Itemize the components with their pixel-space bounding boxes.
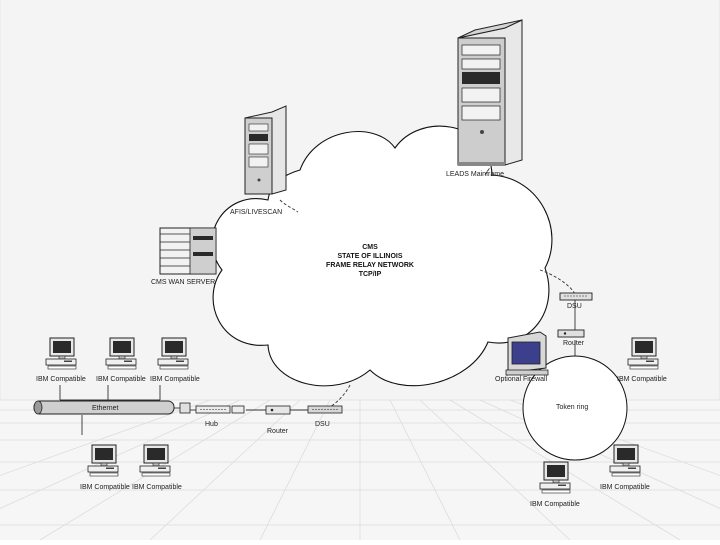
cms-wan-server-icon: [159, 227, 217, 275]
cloud-label: CMS STATE OF ILLINOIS FRAME RELAY NETWOR…: [300, 243, 440, 279]
token-ring-circle: [522, 355, 628, 461]
cloud-line-4: TCP/IP: [358, 271, 382, 278]
cloud-line-2: STATE OF ILLINOIS: [337, 253, 403, 260]
leads-mainframe-label: LEADS Mainframe: [446, 171, 504, 178]
ibm-compatible-ring-right-label: IBM Compatible: [617, 376, 667, 383]
dsu-right-label: DSU: [567, 303, 582, 310]
ibm-compatible-ring-bottom-label: IBM Compatible: [530, 501, 580, 508]
router-left-icon: [265, 405, 291, 415]
computer-icon: [609, 444, 641, 477]
hub-icon: [179, 402, 245, 414]
cms-wan-server-label: CMS WAN SERVER: [151, 279, 216, 286]
ibm-compatible-left-1-label: IBM Compatible: [36, 376, 86, 383]
router-right-icon: [557, 329, 585, 338]
ethernet-bus: [33, 400, 175, 415]
dsu-right-icon: [559, 292, 593, 301]
afis-livescan-icon: [244, 105, 287, 195]
afis-livescan-label: AFIS/LIVESCAN: [230, 209, 283, 216]
computer-icon: [87, 444, 119, 477]
optional-firewall-label: Optional Firewall: [495, 376, 548, 383]
computer-icon: [539, 461, 571, 494]
ibm-compatible-left-2-label: IBM Compatible: [96, 376, 146, 383]
hub-label: Hub: [205, 421, 218, 428]
computer-icon: [105, 337, 137, 370]
cloud-line-1: CMS: [362, 244, 378, 251]
router-left-label: Router: [267, 428, 289, 435]
cloud-line-3: FRAME RELAY NETWORK: [326, 262, 414, 269]
computer-icon: [139, 444, 171, 477]
token-ring-label: Token ring: [556, 404, 589, 411]
dsu-left-icon: [307, 405, 343, 414]
computer-icon: [157, 337, 189, 370]
optional-firewall-icon: [505, 331, 549, 376]
ibm-compatible-ring-bottom-right-label: IBM Compatible: [600, 484, 650, 491]
ibm-compatible-left-bottom-1-label: IBM Compatible: [80, 484, 130, 491]
leads-mainframe-icon: [457, 19, 523, 166]
computer-icon: [627, 337, 659, 370]
router-right-label: Router: [563, 340, 585, 347]
computer-icon: [45, 337, 77, 370]
ibm-compatible-left-bottom-2-label: IBM Compatible: [132, 484, 182, 491]
dsu-left-label: DSU: [315, 421, 330, 428]
ethernet-label: Ethernet: [92, 405, 119, 412]
ibm-compatible-left-3-label: IBM Compatible: [150, 376, 200, 383]
